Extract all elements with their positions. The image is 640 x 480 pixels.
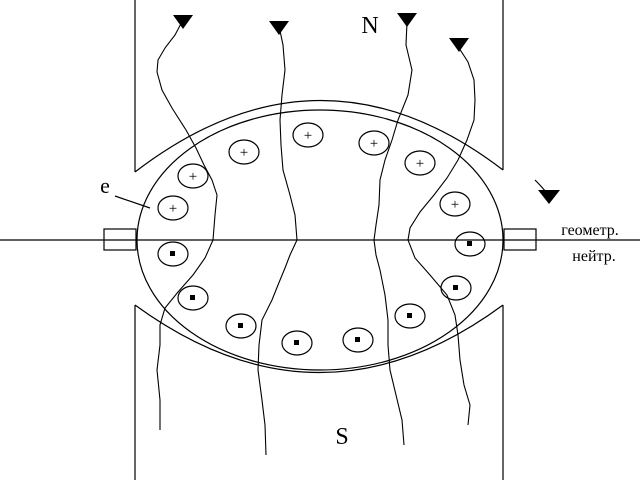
flux-arrow-icon bbox=[449, 38, 469, 52]
neutral-label-line2: нейтр. bbox=[572, 248, 615, 265]
conductor-plus: + bbox=[358, 130, 390, 156]
conductor-plus: + bbox=[292, 122, 324, 148]
conductor-dot bbox=[225, 313, 257, 339]
flux-line-1 bbox=[156, 19, 218, 430]
flux-arrow-icon bbox=[397, 13, 417, 27]
stator-arc-bottom bbox=[134, 304, 504, 373]
conductor-symbol: + bbox=[451, 197, 459, 213]
rotation-arrow-icon bbox=[538, 190, 560, 204]
pole-south bbox=[134, 305, 504, 480]
conductor-plus: + bbox=[157, 195, 189, 221]
conductor-symbol: + bbox=[189, 169, 197, 185]
flux-lines bbox=[156, 19, 476, 456]
conductor-dot bbox=[157, 241, 189, 267]
conductor-plus: + bbox=[404, 150, 436, 176]
conductor-symbol: + bbox=[370, 136, 378, 152]
conductor-dot bbox=[177, 285, 209, 311]
conductor-plus: + bbox=[177, 163, 209, 189]
flux-line-4 bbox=[407, 47, 476, 426]
conductor-dot bbox=[281, 330, 313, 356]
flux-line-3 bbox=[373, 21, 413, 446]
conductor-plus: + bbox=[439, 191, 471, 217]
conductor-dot bbox=[454, 231, 486, 257]
conductors-dot bbox=[157, 231, 486, 356]
stator-arc-top bbox=[134, 100, 504, 173]
conductor-dot bbox=[394, 303, 426, 329]
conductors-plus: + + + + + + + bbox=[157, 122, 471, 221]
brush-right bbox=[503, 228, 537, 251]
conductor-symbol: + bbox=[240, 145, 248, 161]
pole-north bbox=[134, 0, 504, 172]
flux-line-2 bbox=[257, 25, 298, 456]
conductor-symbol: + bbox=[169, 201, 177, 217]
north-pole-label: N bbox=[361, 13, 378, 39]
neutral-label-line1: геометр. bbox=[561, 222, 619, 239]
conductor-symbol: + bbox=[416, 156, 424, 172]
emf-label-leader bbox=[114, 195, 151, 209]
south-pole-label: S bbox=[335, 424, 348, 450]
conductor-dot bbox=[440, 275, 472, 301]
flux-arrow-icon bbox=[173, 15, 193, 29]
conductor-dot bbox=[342, 327, 374, 353]
conductor-symbol: + bbox=[304, 128, 312, 144]
conductor-plus: + bbox=[228, 139, 260, 165]
emf-label: e bbox=[100, 173, 110, 198]
flux-arrow-icon bbox=[269, 21, 289, 35]
brush-left bbox=[103, 228, 137, 251]
